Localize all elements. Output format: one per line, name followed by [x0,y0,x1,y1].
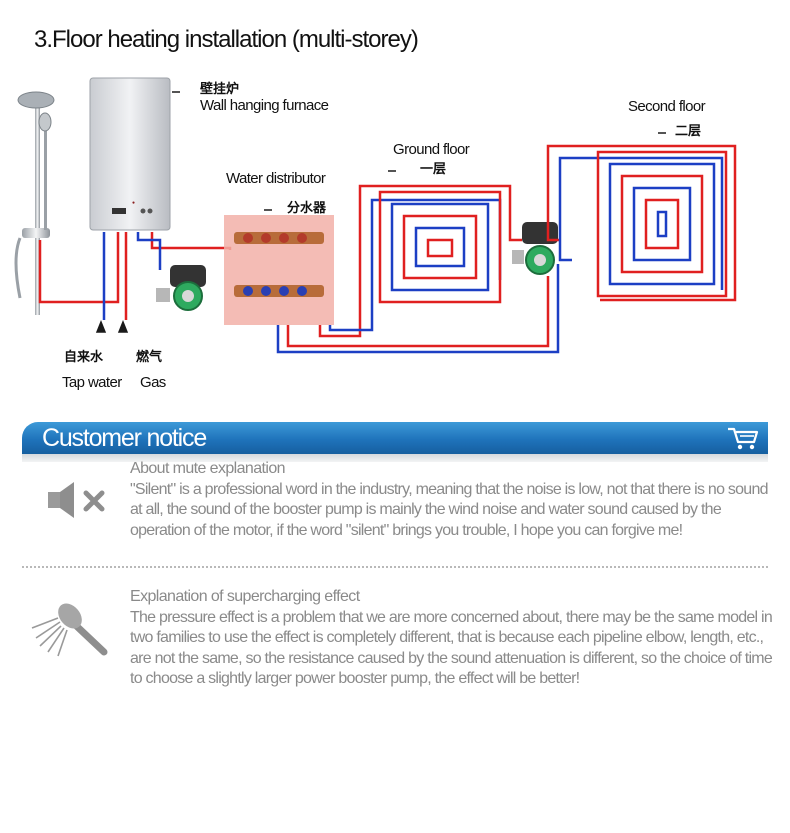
banner-shadow-strip [22,454,768,462]
floor-heating-diagram: ● [14,77,737,354]
distributor-label-cn: 分水器 [287,200,327,215]
shopping-cart-icon[interactable] [726,425,760,456]
second-floor-label-en: Second floor [628,98,706,115]
banner-title: Customer notice [42,424,207,452]
mute-heading: About mute explanation [130,460,286,477]
wall-hanging-furnace: ● [89,77,171,231]
water-distributor [224,215,334,325]
ground-floor-label-cn: 一层 [420,161,447,176]
distributor-label-en: Water distributor [226,170,326,187]
customer-notice-banner: Customer notice [22,422,768,454]
booster-pump-2 [512,222,558,275]
shower-head-icon [30,600,116,675]
notice-divider [22,566,768,568]
furnace-label-en: Wall hanging furnace [200,97,329,114]
furnace-label-cn: 壁挂炉 [200,81,240,96]
second-floor-label-cn: 二层 [675,123,702,138]
svg-text:●: ● [132,200,135,206]
gas-label-cn: 燃气 [136,349,163,364]
page-title: 3.Floor heating installation (multi-stor… [34,26,419,53]
speaker-mute-icon [46,480,110,527]
tap-water-label-en: Tap water [62,374,122,391]
supercharging-body: The pressure effect is a problem that we… [130,609,773,687]
mute-body: "Silent" is a professional word in the i… [130,481,769,539]
tap-water-label-cn: 自来水 [64,349,104,364]
booster-pump-1 [156,265,206,311]
shower-fixture [14,91,55,315]
supercharging-heading: Explanation of supercharging effect [130,588,360,605]
gas-label-en: Gas [140,374,166,391]
ground-floor-label-en: Ground floor [393,141,470,158]
